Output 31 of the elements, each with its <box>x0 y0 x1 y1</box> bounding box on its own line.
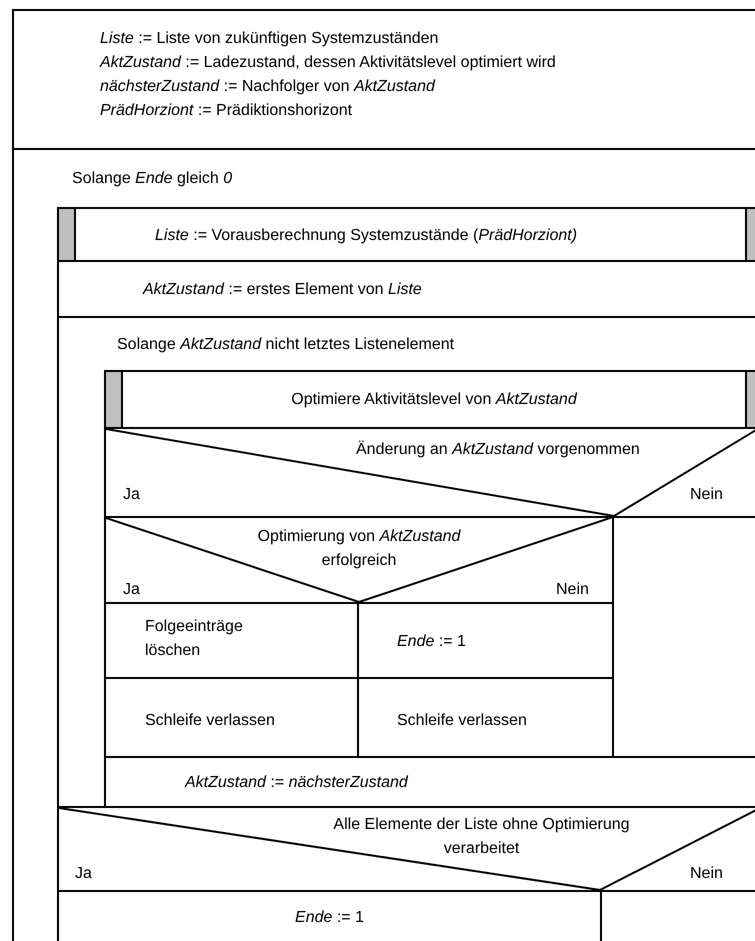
statement-text: Ende := 1 <box>397 632 466 652</box>
statement-text: PrädHorziont := Prädiktionshorizont <box>100 101 354 121</box>
statement-block <box>104 756 755 808</box>
condition-text: Alle Elemente der Liste ohne Optimierung verarbeitet <box>332 815 631 859</box>
statement-text: Liste := Vorausberechnung Systemzustände (PrädHorziont) <box>155 226 578 246</box>
statement-text: Optimiere Aktivitätslevel von AktZustand <box>290 390 578 410</box>
statement-block <box>57 890 602 941</box>
statement-text: nächsterZustand := Nachfolger von AktZustand <box>100 77 436 97</box>
loop-block <box>12 148 755 941</box>
statement-text: AktZustand := erstes Element von Liste <box>143 280 422 300</box>
declaration-box <box>12 9 755 150</box>
loop-condition-text: Solange AktZustand nicht letztes Listenelement <box>117 335 454 355</box>
statement-text: Ende := 1 <box>294 908 365 928</box>
statement-text: Liste := Liste von zukünftigen Systemzuständen <box>100 29 440 49</box>
condition-text: Optimierung von AktZustand erfolgreich <box>256 527 462 571</box>
statement-text: AktZustand := nächsterZustand <box>185 773 408 793</box>
loop-block <box>57 316 755 808</box>
statement-text: Schleife verlassen <box>145 711 275 731</box>
subroutine-block <box>104 370 755 429</box>
branch-label: Nein <box>690 864 723 884</box>
loop-condition-text: Solange Ende gleich 0 <box>72 169 232 189</box>
branch-label: Ja <box>123 580 140 600</box>
statement-text: Folgeeinträge löschen <box>145 617 244 661</box>
branch-label: Ja <box>123 485 140 505</box>
condition-text: Änderung an AktZustand vorgenommen <box>356 440 640 460</box>
branch-label: Ja <box>75 864 92 884</box>
statement-text: AktZustand := Ladezustand, dessen Aktivitätslevel optimiert wird <box>100 53 556 73</box>
subroutine-block <box>57 207 755 262</box>
branch-label: Nein <box>556 580 589 600</box>
statement-text: Schleife verlassen <box>397 711 527 731</box>
branch-label: Nein <box>690 485 723 505</box>
